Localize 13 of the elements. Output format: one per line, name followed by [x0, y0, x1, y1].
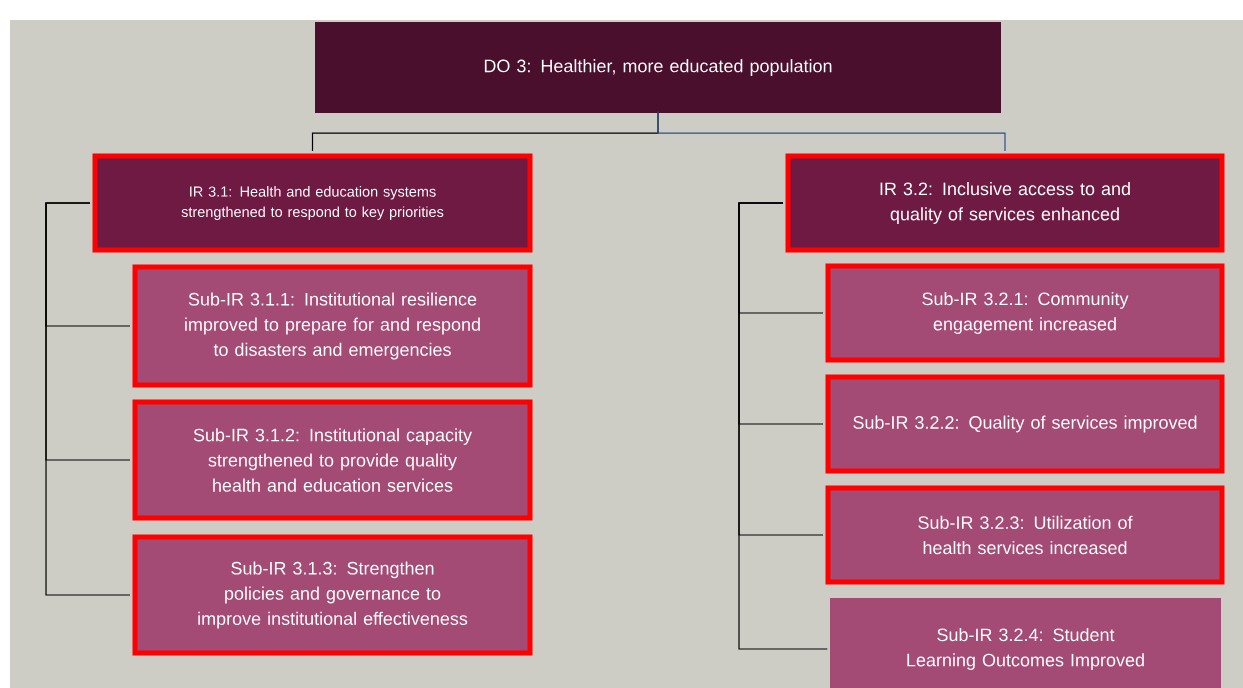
sub-result-box: Sub-IR 3.1.1: Institutional resilience improved to prepare for and respond to disasters and emergencies	[132, 264, 533, 388]
connector	[738, 202, 828, 650]
sub-result-box: Sub-IR 3.1.2: Institutional capacity strengthened to provide quality health and education services	[132, 399, 533, 521]
connector	[45, 202, 131, 596]
sub-result-box: Sub-IR 3.1.3: Strengthen policies and governance to improve institutional effectiveness	[132, 534, 533, 656]
result-box: IR 3.2: Inclusive access to and quality of services enhanced	[785, 153, 1225, 253]
sub-result-box: Sub-IR 3.2.2: Quality of services improved	[825, 374, 1225, 474]
sub-result-box: Sub-IR 3.2.1: Community engagement increased	[825, 263, 1225, 363]
sub-result-box: Sub-IR 3.2.4: Student Learning Outcomes Improved	[830, 598, 1221, 688]
connector	[657, 110, 1006, 152]
result-box: IR 3.1: Health and education systems strengthened to respond to key priorities	[92, 153, 533, 253]
sub-result-box: Sub-IR 3.2.3: Utilization of health services increased	[825, 485, 1225, 585]
objective-box: DO 3: Healthier, more educated population	[315, 22, 1001, 113]
